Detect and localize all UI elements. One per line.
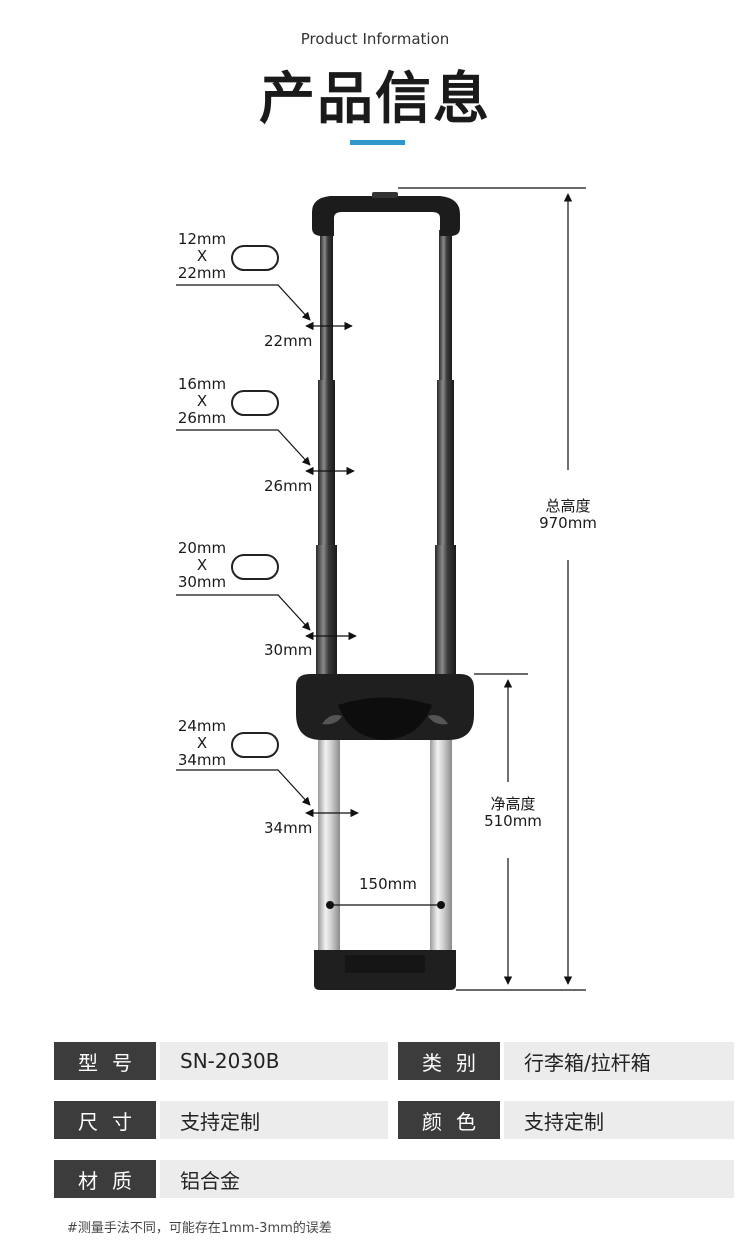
width-label-2: 26mm: [264, 477, 313, 495]
tube-size-label-2: 16mm X 26mm: [177, 375, 227, 427]
width-arrows: [305, 321, 359, 818]
title-accent-bar: [350, 140, 405, 145]
spec-key-category: 类别: [398, 1042, 500, 1080]
spec-key-size: 尺寸: [54, 1101, 156, 1139]
base-plate: [345, 955, 425, 973]
width-label-1: 22mm: [264, 332, 313, 350]
measurement-footnote: #测量手法不同，可能存在1mm-3mm的误差: [67, 1221, 332, 1236]
tube-size-icon-3: [231, 554, 279, 580]
total-height-dimension: [398, 187, 586, 991]
tube-size-icon-4: [231, 732, 279, 758]
width-label-4: 34mm: [264, 819, 313, 837]
top-grip: [312, 196, 460, 236]
subtitle-english: Product Information: [300, 30, 450, 48]
spacing-label: 150mm: [359, 875, 417, 893]
width-label-3: 30mm: [264, 641, 313, 659]
tube-size-pills: [231, 245, 279, 758]
tube-size-label-1: 12mm X 22mm: [177, 230, 227, 282]
spec-value-material: 铝合金: [160, 1160, 734, 1198]
tube-size-label-3: 20mm X 30mm: [177, 539, 227, 591]
spec-value-category: 行李箱/拉杆箱: [504, 1042, 734, 1080]
net-height-label: 净高度 510mm: [484, 795, 542, 830]
spacing-dimension: [326, 901, 445, 909]
page-title: 产品信息: [259, 67, 491, 132]
net-height-dimension: [474, 673, 528, 985]
spec-key-model: 型号: [54, 1042, 156, 1080]
left-tube: [316, 230, 340, 955]
trolley-handle-diagram: [176, 187, 586, 991]
spec-value-model: SN-2030B: [160, 1042, 388, 1080]
right-tube: [430, 230, 456, 955]
grip-button: [372, 192, 398, 198]
tube-size-icon-2: [231, 390, 279, 416]
housing-notch-left: [322, 715, 342, 725]
housing-notch-right: [428, 715, 448, 725]
total-height-label: 总高度 970mm: [539, 497, 597, 532]
spec-key-color: 颜色: [398, 1101, 500, 1139]
tube-size-label-4: 24mm X 34mm: [177, 717, 227, 769]
spec-value-size: 支持定制: [160, 1101, 388, 1139]
leader-lines: [176, 284, 311, 806]
spec-value-color: 支持定制: [504, 1101, 734, 1139]
tube-size-icon-1: [231, 245, 279, 271]
spec-key-material: 材质: [54, 1160, 156, 1198]
housing-recess: [338, 697, 432, 740]
